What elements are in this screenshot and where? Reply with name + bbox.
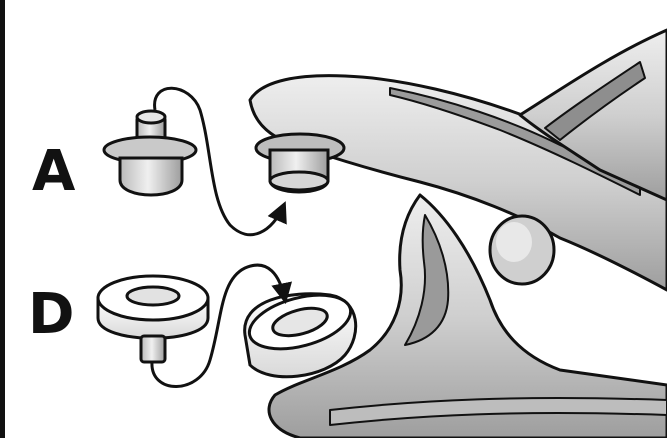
part-d: [98, 276, 208, 362]
installed-part-d: [244, 285, 357, 376]
label-d: D: [28, 282, 74, 347]
installed-part-a: [256, 134, 344, 192]
part-a: [104, 111, 196, 195]
pliers: [250, 30, 667, 438]
label-a: A: [32, 139, 76, 204]
pivot-rivet-shine: [496, 222, 532, 262]
frame-border-left: [0, 0, 5, 438]
